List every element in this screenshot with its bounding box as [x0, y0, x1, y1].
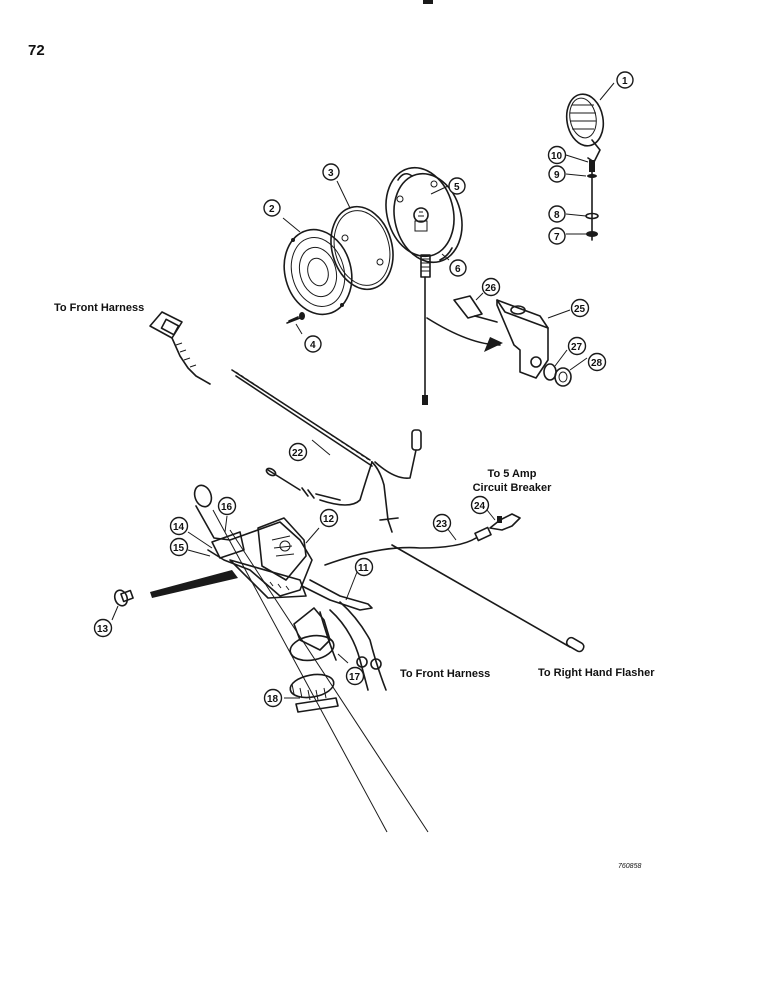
label-to-right-hand-flasher: To Right Hand Flasher	[538, 667, 655, 679]
callout-12: 12	[319, 508, 339, 528]
label-to-front-harness-bottom: To Front Harness	[400, 668, 491, 680]
page-number: 72	[28, 42, 45, 59]
svg-text:7: 7	[554, 232, 560, 243]
svg-text:14: 14	[173, 522, 185, 533]
svg-text:10: 10	[551, 151, 563, 162]
circuit-breaker-wire	[324, 509, 521, 566]
callout-10: 10	[547, 145, 567, 165]
svg-text:26: 26	[485, 283, 497, 294]
column-clamp-assembly	[284, 601, 387, 713]
lamp-gasket	[330, 180, 394, 291]
svg-text:27: 27	[571, 342, 583, 353]
right-hand-flasher-wire	[379, 517, 585, 653]
svg-text:22: 22	[292, 448, 304, 459]
callout-17: 17	[345, 666, 365, 686]
svg-text:8: 8	[554, 210, 560, 221]
header-fragment	[423, 0, 433, 4]
svg-text:17: 17	[349, 672, 361, 683]
svg-text:4: 4	[310, 340, 316, 351]
callout-3: 3	[322, 163, 340, 181]
callout-11: 11	[354, 557, 374, 577]
svg-text:15: 15	[173, 543, 185, 554]
callout-4: 4	[304, 335, 322, 353]
svg-text:9: 9	[554, 170, 560, 181]
label-to-circuit-breaker-line1: To 5 Amp	[487, 468, 537, 480]
mounting-bracket	[426, 292, 588, 387]
svg-text:16: 16	[221, 502, 233, 513]
svg-text:25: 25	[574, 304, 586, 315]
callout-24: 24	[470, 495, 490, 515]
callout-18: 18	[263, 688, 283, 708]
label-to-circuit-breaker-line2: Circuit Breaker	[472, 482, 552, 494]
label-to-front-harness-top: To Front Harness	[54, 302, 145, 314]
small-lamp-assembly	[565, 82, 615, 241]
callout-28: 28	[587, 352, 607, 372]
callout-13: 13	[93, 618, 113, 638]
svg-text:2: 2	[269, 204, 275, 215]
callout-23: 23	[432, 513, 452, 533]
callout-9: 9	[548, 165, 566, 183]
svg-text:6: 6	[455, 264, 461, 275]
lamp-lens	[282, 217, 353, 316]
figure-code: 760858	[618, 863, 642, 870]
callout-15: 15	[169, 537, 189, 557]
lamp-housing	[385, 166, 463, 405]
svg-text:13: 13	[97, 624, 109, 635]
svg-text:24: 24	[474, 501, 486, 512]
svg-text:28: 28	[591, 358, 603, 369]
svg-text:5: 5	[454, 182, 460, 193]
callout-5: 5	[448, 177, 466, 195]
steering-column	[212, 509, 429, 833]
svg-text:23: 23	[436, 519, 448, 530]
callout-22: 22	[288, 442, 308, 462]
lens-screw	[286, 312, 305, 335]
svg-text:18: 18	[267, 694, 279, 705]
callout-6: 6	[449, 259, 467, 277]
svg-text:11: 11	[358, 563, 369, 574]
callout-7: 7	[548, 227, 566, 245]
callout-8: 8	[548, 205, 566, 223]
callout-26: 26	[481, 277, 501, 297]
callout-27: 27	[567, 336, 587, 356]
svg-text:12: 12	[323, 514, 335, 525]
callout-16: 16	[217, 496, 237, 516]
callout-1: 1	[616, 71, 634, 89]
front-harness-wire	[149, 311, 422, 521]
svg-text:1: 1	[622, 76, 628, 87]
callout-25: 25	[570, 298, 590, 318]
svg-text:3: 3	[328, 168, 334, 179]
callout-14: 14	[169, 516, 189, 536]
callout-2: 2	[263, 199, 281, 217]
indicator-bulb	[111, 589, 134, 621]
